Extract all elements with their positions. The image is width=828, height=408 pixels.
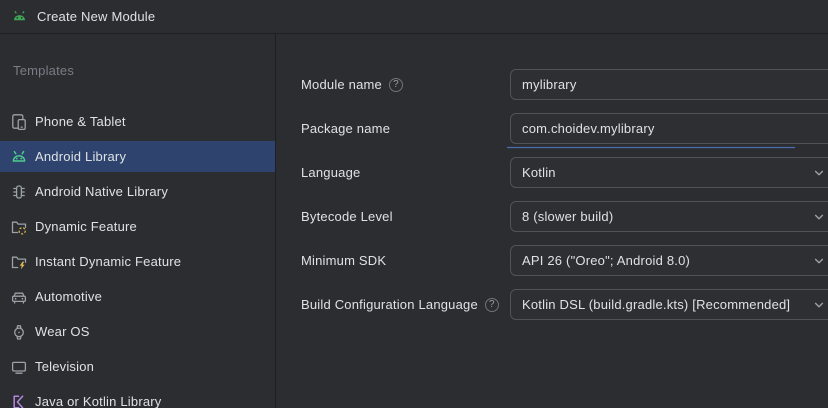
dynamic-feature-icon (10, 218, 28, 236)
help-icon[interactable]: ? (484, 297, 499, 312)
language-select[interactable]: Kotlin (510, 157, 828, 188)
form-row-bytecode-level-select: Bytecode Level 8 (slower build) (301, 201, 828, 232)
form-row-build-configuration-language-select: Build Configuration Language? Kotlin DSL … (301, 289, 828, 320)
sidebar-item-instant-dynamic-feature[interactable]: Instant Dynamic Feature (0, 246, 275, 277)
sidebar-item-android-library[interactable]: Android Library (0, 141, 275, 172)
templates-section-label: Templates (13, 63, 75, 78)
sidebar-item-label: Java or Kotlin Library (35, 394, 162, 408)
bytecode-level-select[interactable]: 8 (slower build) (510, 201, 828, 232)
selected-option: API 26 ("Oreo"; Android 8.0) (522, 253, 691, 268)
sidebar-item-label: Automotive (35, 289, 103, 304)
field-label: Bytecode Level (301, 209, 393, 224)
chevron-down-icon (813, 211, 825, 223)
sidebar-item-label: Dynamic Feature (35, 219, 137, 234)
sidebar-item-television[interactable]: Television (0, 351, 275, 382)
sidebar-item-phone-tablet[interactable]: Phone & Tablet (0, 106, 275, 137)
form-row-minimum-sdk-select: Minimum SDK API 26 ("Oreo"; Android 8.0) (301, 245, 828, 276)
sidebar-item-label: Instant Dynamic Feature (35, 254, 182, 269)
field-label: Minimum SDK (301, 253, 387, 268)
dialog-title: Create New Module (37, 9, 156, 24)
field-label: Language (301, 165, 361, 180)
field-label: Package name (301, 121, 391, 136)
android-icon (11, 8, 28, 25)
sidebar-item-dynamic-feature[interactable]: Dynamic Feature (0, 211, 275, 242)
sidebar-item-label: Phone & Tablet (35, 114, 126, 129)
native-library-icon (10, 183, 28, 201)
instant-dynamic-feature-icon (10, 253, 28, 271)
chevron-down-icon (813, 255, 825, 267)
selected-option: Kotlin (522, 165, 556, 180)
android-library-icon (10, 148, 28, 166)
form-row-module-name-input: Module name? (301, 69, 828, 100)
selected-option: Kotlin DSL (build.gradle.kts) [Recommend… (522, 297, 791, 312)
focus-underline (507, 147, 795, 148)
form-row-package-name-input: Package name (301, 113, 828, 148)
java-kotlin-icon (10, 393, 28, 408)
sidebar-item-label: Television (35, 359, 95, 374)
television-icon (10, 358, 28, 376)
sidebar-item-java-kotlin-library[interactable]: Java or Kotlin Library (0, 386, 275, 408)
automotive-icon (10, 288, 28, 306)
module-name-input[interactable] (510, 69, 828, 100)
sidebar-item-label: Android Native Library (35, 184, 169, 199)
package-name-input[interactable] (510, 113, 828, 144)
sidebar-item-label: Android Library (35, 149, 127, 164)
chevron-down-icon (813, 299, 825, 311)
dialog-titlebar: Create New Module (0, 0, 828, 34)
sidebar-item-label: Wear OS (35, 324, 90, 339)
sidebar-item-automotive[interactable]: Automotive (0, 281, 275, 312)
help-icon[interactable]: ? (388, 77, 403, 92)
minimum-sdk-select[interactable]: API 26 ("Oreo"; Android 8.0) (510, 245, 828, 276)
phone-tablet-icon (10, 113, 28, 131)
field-label: Module name? (301, 77, 510, 92)
field-label: Build Configuration Language? (301, 297, 510, 312)
module-form: Module name? Package nameLanguage KotlinBy… (276, 34, 828, 408)
build-configuration-language-select[interactable]: Kotlin DSL (build.gradle.kts) [Recommend… (510, 289, 828, 320)
sidebar-item-wear-os[interactable]: Wear OS (0, 316, 275, 347)
sidebar-item-android-native-library[interactable]: Android Native Library (0, 176, 275, 207)
form-row-language-select: Language Kotlin (301, 157, 828, 188)
wear-os-icon (10, 323, 28, 341)
chevron-down-icon (813, 167, 825, 179)
selected-option: 8 (slower build) (522, 209, 614, 224)
